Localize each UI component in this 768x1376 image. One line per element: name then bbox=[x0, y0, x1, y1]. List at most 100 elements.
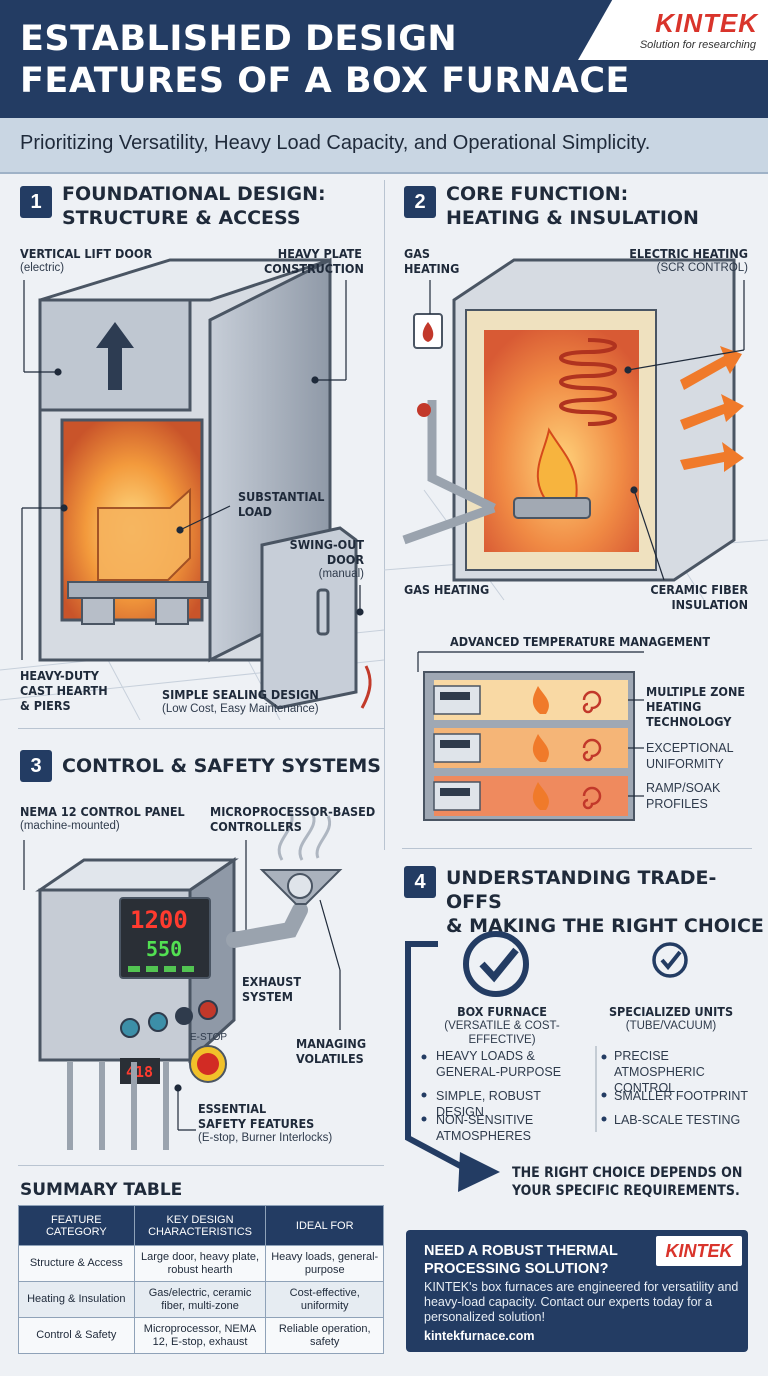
leader-lines bbox=[21, 280, 364, 660]
gas-valve-icon bbox=[417, 403, 431, 417]
sealing-label: SIMPLE SEALING DESIGN bbox=[162, 687, 319, 702]
table-cell: Microprocessor, NEMA 12, E-stop, exhaust bbox=[133, 1317, 267, 1354]
leader-lines-2 bbox=[429, 280, 745, 581]
electric-label: ELECTRIC HEATING bbox=[629, 246, 748, 261]
label-cast-hearth: HEAVY-DUTY CAST HEARTH & PIERS bbox=[20, 668, 108, 713]
swing-out-label-1: SWING-OUT bbox=[289, 537, 364, 552]
conclusion-arrow-line bbox=[405, 941, 470, 1173]
ceramic-label-2: INSULATION bbox=[671, 597, 748, 612]
small-check-circle-icon bbox=[652, 942, 688, 978]
hearth-pier-right bbox=[155, 597, 189, 625]
lift-arrow-icon bbox=[96, 322, 134, 390]
box-furnace-illustration bbox=[0, 257, 384, 720]
label-nema-panel: NEMA 12 CONTROL PANEL (machine-mounted) bbox=[20, 804, 185, 833]
micro-label-2: CONTROLLERS bbox=[210, 819, 302, 834]
heat-arrows-icon bbox=[680, 346, 744, 472]
ramp-label-2: PROFILES bbox=[646, 797, 708, 811]
label-vertical-lift-door: VERTICAL LIFT DOOR (electric) bbox=[20, 246, 152, 275]
table-header-cell: FEATURE CATEGORY bbox=[18, 1205, 135, 1246]
title-line-2: FEATURES OF A BOX FURNACE bbox=[20, 61, 630, 101]
specialized-sub: (TUBE/VACUUM) bbox=[625, 1020, 717, 1032]
box-furnace-title: BOX FURNACE bbox=[457, 1004, 547, 1019]
multi-zone-diagram bbox=[417, 651, 644, 821]
conclusion-text: THE RIGHT CHOICE DEPENDS ON YOUR SPECIFI… bbox=[512, 1164, 742, 1200]
trade-off-graphics bbox=[405, 931, 688, 1192]
cta-text: KINTEK's box furnaces are engineered for… bbox=[424, 1280, 739, 1324]
brand-logo-box[interactable] bbox=[578, 0, 768, 60]
conclusion-arrow-icon bbox=[458, 1152, 500, 1192]
gas-label-1: GAS bbox=[404, 246, 431, 261]
section-2-title: CORE FUNCTION: HEATING & INSULATION bbox=[446, 182, 699, 230]
title-line-1: ESTABLISHED DESIGN bbox=[20, 19, 458, 59]
section-divider-1-3 bbox=[18, 728, 384, 729]
swing-arrow-icon bbox=[360, 665, 372, 709]
control-knobs[interactable] bbox=[120, 1000, 218, 1038]
label-gas-heating-top: GAS HEATING bbox=[404, 246, 459, 276]
section-divider-3-table bbox=[18, 1165, 384, 1166]
brand-logo[interactable]: KINTEK bbox=[655, 8, 758, 38]
cta-brand-logo[interactable]: KINTEK bbox=[656, 1236, 742, 1266]
table-row: Structure & Access Large door, heavy pla… bbox=[18, 1245, 384, 1282]
substantial-load-label-1: SUBSTANTIAL bbox=[238, 489, 325, 504]
hearth-pier-left bbox=[81, 597, 115, 625]
brand-tagline: Solution for researching bbox=[639, 39, 756, 51]
table-cell: Control & Safety bbox=[18, 1317, 135, 1354]
swing-out-label-2: DOOR bbox=[326, 552, 364, 567]
label-substantial-load: SUBSTANTIAL LOAD bbox=[238, 489, 324, 519]
display-bottom-value: 550 bbox=[146, 937, 182, 961]
table-cell: Gas/electric, ceramic fiber, multi-zone bbox=[133, 1281, 267, 1318]
gas-label-2: HEATING bbox=[404, 261, 460, 276]
section-2-title-line-1: CORE FUNCTION: bbox=[446, 183, 629, 205]
table-cell: Cost-effective, uniformity bbox=[265, 1281, 384, 1318]
zone-coil-icons bbox=[582, 690, 602, 810]
label-multi-zone: MULTIPLE ZONE HEATING TECHNOLOGY bbox=[646, 684, 745, 729]
table-row: Heating & Insulation Gas/electric, ceram… bbox=[18, 1281, 384, 1318]
flame-symbol-icon bbox=[422, 322, 434, 342]
large-check-icon bbox=[479, 947, 519, 983]
section-1-title-line-1: FOUNDATIONAL DESIGN: bbox=[62, 183, 326, 205]
label-swing-out-door: SWING-OUT DOOR (manual) bbox=[286, 537, 364, 581]
safety-sub: (E-stop, Burner Interlocks) bbox=[198, 1132, 333, 1144]
section-2-title-line-2: HEATING & INSULATION bbox=[446, 207, 699, 229]
exhaust-fan-icon bbox=[287, 873, 313, 899]
estop-button[interactable] bbox=[197, 1053, 219, 1075]
subtitle-bar bbox=[0, 118, 768, 174]
page-title: ESTABLISHED DESIGN FEATURES OF A BOX FUR… bbox=[20, 18, 660, 102]
section-4-title-line-2: & MAKING THE RIGHT CHOICE bbox=[446, 915, 764, 937]
section-4-title-line-1: UNDERSTANDING TRADE-OFFS bbox=[446, 867, 717, 913]
gas-burner bbox=[513, 497, 591, 519]
micro-label-1: MICROPROCESSOR-BASED bbox=[210, 804, 376, 819]
electric-sub: (SCR CONTROL) bbox=[656, 262, 748, 274]
box-item-2: SIMPLE, ROBUST DESIGN bbox=[436, 1089, 541, 1119]
section-1-title: FOUNDATIONAL DESIGN: STRUCTURE & ACCESS bbox=[62, 182, 326, 230]
exhaust-duct bbox=[226, 902, 308, 948]
door-handle bbox=[316, 588, 330, 636]
table-cell: Large door, heavy plate, robust hearth bbox=[133, 1245, 267, 1282]
table-cell: Structure & Access bbox=[18, 1245, 135, 1282]
safety-label-1: ESSENTIAL bbox=[198, 1101, 267, 1116]
small-check-icon bbox=[660, 950, 682, 971]
heavy-plate-label-1: HEAVY PLATE bbox=[277, 246, 362, 261]
section-1-title-line-2: STRUCTURE & ACCESS bbox=[62, 207, 301, 229]
small-display bbox=[120, 1058, 160, 1084]
small-display-value: 418 bbox=[126, 1063, 153, 1081]
uniform-label-2: UNIFORMITY bbox=[646, 757, 724, 771]
nema-label: NEMA 12 CONTROL PANEL bbox=[20, 804, 185, 819]
electric-heating-coil bbox=[559, 338, 617, 426]
table-cell: Heating & Insulation bbox=[18, 1281, 135, 1318]
gas-flame-icon bbox=[536, 427, 578, 511]
exhaust-label-2: SYSTEM bbox=[242, 989, 293, 1004]
label-volatiles: MANAGING VOLATILES bbox=[296, 1036, 366, 1066]
label-safety: ESSENTIAL SAFETY FEATURES (E-stop, Burne… bbox=[198, 1101, 332, 1145]
estop-label: E-STOP bbox=[190, 1032, 227, 1043]
cta-website-link[interactable]: kintekfurnace.com bbox=[424, 1329, 535, 1343]
section-1-number: 1 bbox=[20, 186, 52, 218]
label-electric-heating: ELECTRIC HEATING (SCR CONTROL) bbox=[610, 246, 748, 275]
label-heavy-plate: HEAVY PLATE CONSTRUCTION bbox=[264, 246, 364, 276]
heavy-plate-label-2: CONSTRUCTION bbox=[264, 261, 364, 276]
hearth-label-3: & PIERS bbox=[20, 698, 71, 713]
table-header-cell: KEY DESIGN CHARACTERISTICS bbox=[133, 1205, 267, 1246]
summary-title: SUMMARY TABLE bbox=[20, 1180, 183, 1200]
exhaust-label-1: EXHAUST bbox=[242, 974, 301, 989]
swing-out-door bbox=[260, 526, 358, 710]
